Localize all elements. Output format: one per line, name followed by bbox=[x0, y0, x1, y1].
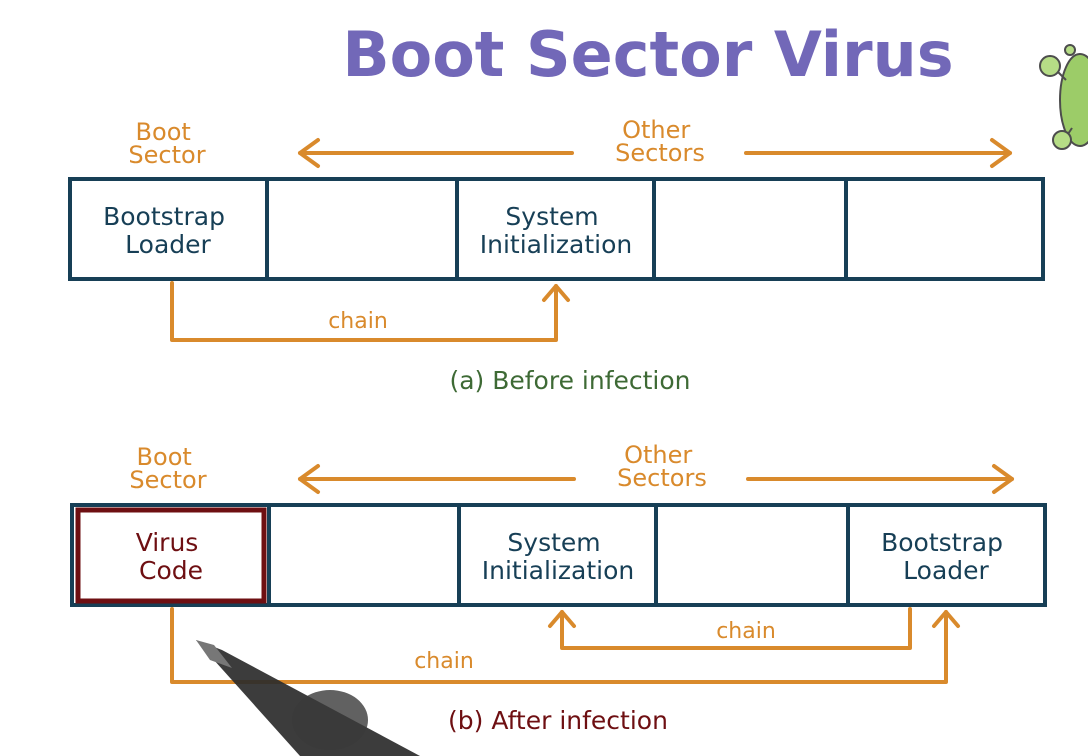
cell-b2-line2: Initialization bbox=[482, 556, 634, 585]
stylus-pen-icon bbox=[196, 640, 420, 756]
diagram-after-infection: Boot Sector Other Sectors Virus Code Sys… bbox=[70, 441, 1047, 735]
cell-b0-line1: Virus bbox=[136, 528, 199, 557]
cell-virus-code: Virus Code bbox=[136, 528, 207, 585]
virus-code-cell-highlight bbox=[75, 507, 267, 604]
cell-system-initialization: System Initialization bbox=[482, 528, 634, 585]
chain-arrow-inner bbox=[548, 607, 912, 650]
caption-before-infection: (a) Before infection bbox=[449, 366, 690, 395]
cell-b4-line1: Bootstrap bbox=[881, 528, 1003, 557]
other-sectors-line1: Other bbox=[624, 441, 692, 469]
boot-sector-line2: Sector bbox=[129, 466, 206, 494]
chain-label-inner: chain bbox=[716, 619, 776, 644]
boot-sector-label: Boot Sector bbox=[129, 443, 206, 494]
cell-bootstrap-loader: Bootstrap Loader bbox=[103, 202, 233, 259]
sector-row-border bbox=[68, 177, 1045, 281]
other-sectors-label: Other Sectors bbox=[617, 441, 707, 492]
cell-system-initialization: System Initialization bbox=[480, 202, 632, 259]
boot-sector-label: Boot Sector bbox=[128, 118, 205, 169]
cell-b2-line1: System bbox=[507, 528, 600, 557]
chain-label-outer: chain bbox=[414, 649, 474, 674]
other-sectors-arrow bbox=[298, 464, 1014, 494]
cell-bootstrap-loader: Bootstrap Loader bbox=[881, 528, 1011, 585]
caption-after-infection: (b) After infection bbox=[448, 706, 668, 735]
boot-sector-line2: Sector bbox=[128, 141, 205, 169]
diagram-before-infection: Boot Sector Other Sectors Bootstrap Load… bbox=[68, 116, 1045, 395]
cell-b4-line2: Loader bbox=[903, 556, 989, 585]
other-sectors-line2: Sectors bbox=[617, 464, 707, 492]
other-sectors-arrow bbox=[298, 138, 1012, 168]
page-title: Boot Sector Virus bbox=[342, 18, 953, 91]
virus-icon bbox=[1039, 44, 1088, 150]
sector-row bbox=[68, 177, 1045, 281]
cell-b0-line2: Code bbox=[139, 556, 203, 585]
other-sectors-label: Other Sectors bbox=[615, 116, 705, 167]
sector-row-border bbox=[70, 503, 1047, 607]
boot-sector-line1: Boot bbox=[137, 443, 192, 471]
cell-a2-line2: Initialization bbox=[480, 230, 632, 259]
sector-row bbox=[70, 503, 1047, 607]
chain-label: chain bbox=[328, 309, 388, 334]
other-sectors-line2: Sectors bbox=[615, 139, 705, 167]
boot-sector-line1: Boot bbox=[136, 118, 191, 146]
cell-a0-line1: Bootstrap bbox=[103, 202, 225, 231]
cell-a0-line2: Loader bbox=[125, 230, 211, 259]
chain-arrow bbox=[170, 281, 570, 342]
cell-a2-line1: System bbox=[505, 202, 598, 231]
chain-arrow-outer bbox=[170, 607, 960, 684]
other-sectors-line1: Other bbox=[622, 116, 690, 144]
